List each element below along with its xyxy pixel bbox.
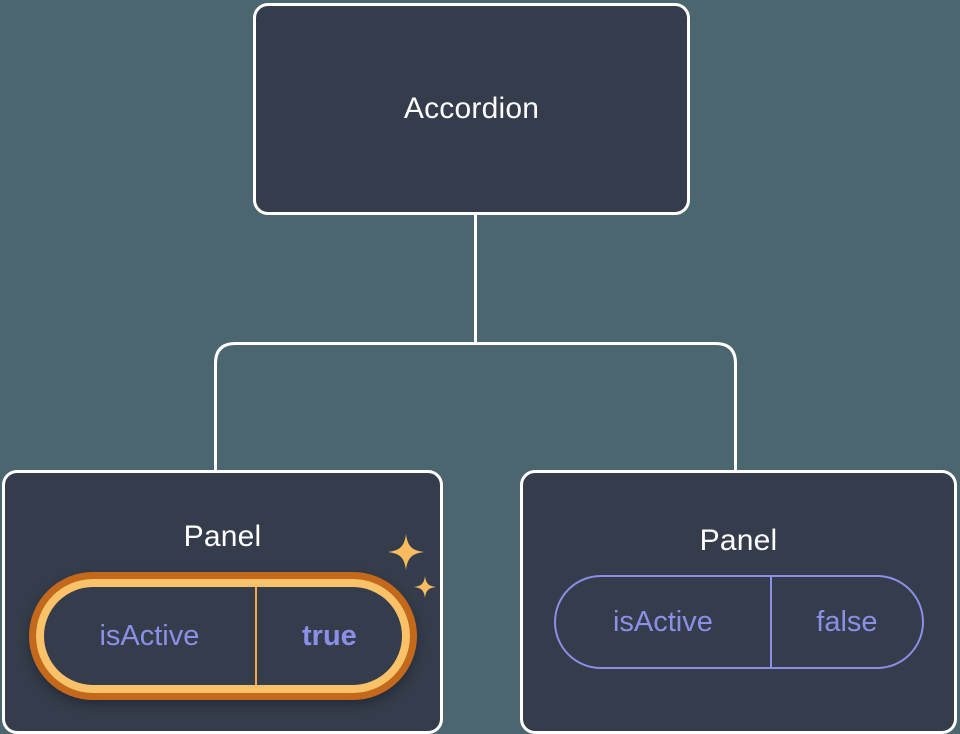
tree-node-accordion[interactable]: Accordion: [253, 3, 690, 215]
prop-name: isActive: [44, 587, 258, 685]
connector-branch-right: [475, 342, 737, 470]
node-title: Panel: [183, 520, 262, 553]
tree-node-panel-1[interactable]: Panel isActive false: [520, 470, 957, 734]
prop-value: true: [302, 619, 357, 652]
node-title: Panel: [699, 524, 778, 557]
prop-pill-wrapper: isActive true: [5, 572, 440, 700]
prop-pill-inner: isActive true: [35, 579, 410, 693]
prop-pill[interactable]: isActive false: [553, 575, 924, 669]
prop-pill-wrapper: isActive false: [523, 575, 954, 669]
connector-branch-left: [214, 342, 476, 470]
node-title: Accordion: [403, 92, 540, 125]
prop-name: isActive: [556, 577, 773, 667]
prop-pill-highlighted[interactable]: isActive true: [28, 572, 417, 700]
tree-node-panel-0[interactable]: Panel isActive true: [2, 470, 443, 734]
prop-value: false: [816, 605, 878, 638]
